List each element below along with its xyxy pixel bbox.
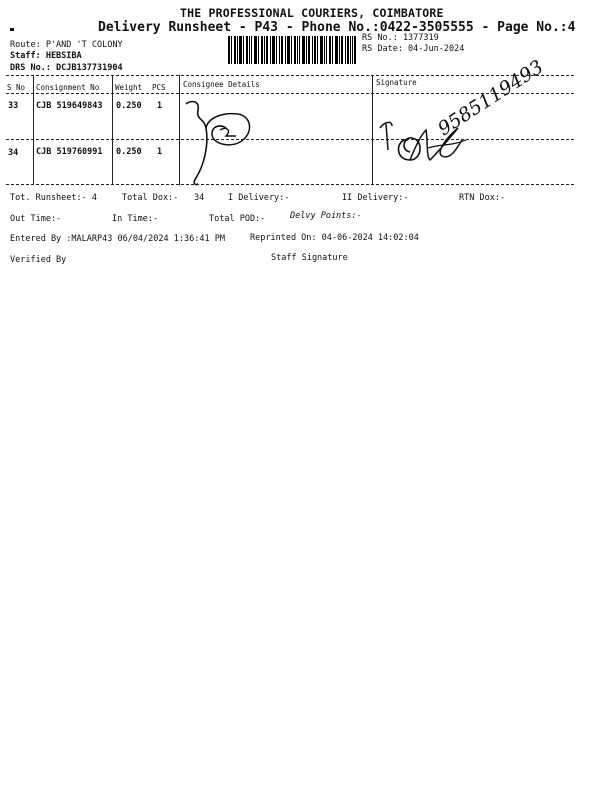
entered-by: Entered By :MALARP43 06/04/2024 1:36:41 …: [10, 234, 225, 244]
col-header-weight: Weight: [115, 83, 143, 92]
row-34-sno: 34: [8, 148, 19, 158]
in-time-label: In Time:-: [112, 214, 159, 224]
row-34-pcs: 1: [157, 147, 163, 157]
staff-signature-label: Staff Signature: [271, 253, 348, 263]
reprinted-on: Reprinted On: 04-06-2024 14:02:04: [250, 233, 419, 243]
signature-scribble: [379, 121, 393, 151]
rs-number: RS No.: 1377319: [362, 33, 439, 43]
table-bottom-rule: [6, 184, 574, 185]
table-top-rule: [6, 75, 574, 76]
mark-dot: [10, 28, 14, 31]
consignee-handwriting: [185, 100, 208, 186]
col-header-consignee: Consignee Details: [183, 80, 260, 89]
row-34-weight: 0.250: [116, 147, 142, 157]
col-header-pcs: PCS: [152, 83, 166, 92]
col-header-sno: S No: [7, 83, 26, 92]
row-33-consignment: CJB 519649843: [36, 101, 103, 111]
col-divider: [372, 75, 373, 185]
col-divider: [179, 75, 180, 185]
delvy-points-label: Delvy Points:-: [290, 211, 362, 221]
col-header-consignment: Consignment No: [36, 83, 100, 92]
verified-by-label: Verified By: [10, 255, 67, 265]
runsheet-title: Delivery Runsheet - P43 - Phone No.:0422…: [98, 20, 576, 35]
table-header-rule: [6, 93, 574, 94]
col-header-signature: Signature: [376, 78, 417, 87]
i-delivery-label: I Delivery:-: [228, 193, 290, 203]
total-dox-label: Total Dox:-: [122, 193, 179, 203]
ii-delivery-label: II Delivery:-: [342, 193, 409, 203]
row-33-sno: 33: [8, 101, 19, 111]
company-title: THE PROFESSIONAL COURIERS, COIMBATORE: [180, 6, 444, 20]
row-33-weight: 0.250: [116, 101, 142, 111]
row-33-pcs: 1: [157, 101, 163, 111]
row-34-consignment: CJB 519760991: [36, 147, 103, 157]
handwritten-marks: [185, 100, 467, 186]
total-dox-value: 34: [194, 193, 205, 203]
row-divider: [6, 139, 574, 140]
col-divider: [112, 75, 113, 185]
col-divider: [33, 75, 34, 185]
out-time-label: Out Time:-: [10, 214, 62, 224]
rtn-dox-label: RTN Dox:-: [459, 193, 506, 203]
total-pod-label: Total POD:-: [209, 214, 266, 224]
drs-number: DRS No.: DCJB137731904: [10, 63, 123, 73]
staff-label: Staff: HEBSIBA: [10, 51, 82, 61]
tot-runsheet: Tot. Runsheet:- 4: [10, 193, 97, 203]
rs-date: RS Date: 04-Jun-2024: [362, 44, 465, 54]
barcode: [228, 36, 356, 64]
route-label: Route: P'AND 'T COLONY: [10, 40, 123, 50]
